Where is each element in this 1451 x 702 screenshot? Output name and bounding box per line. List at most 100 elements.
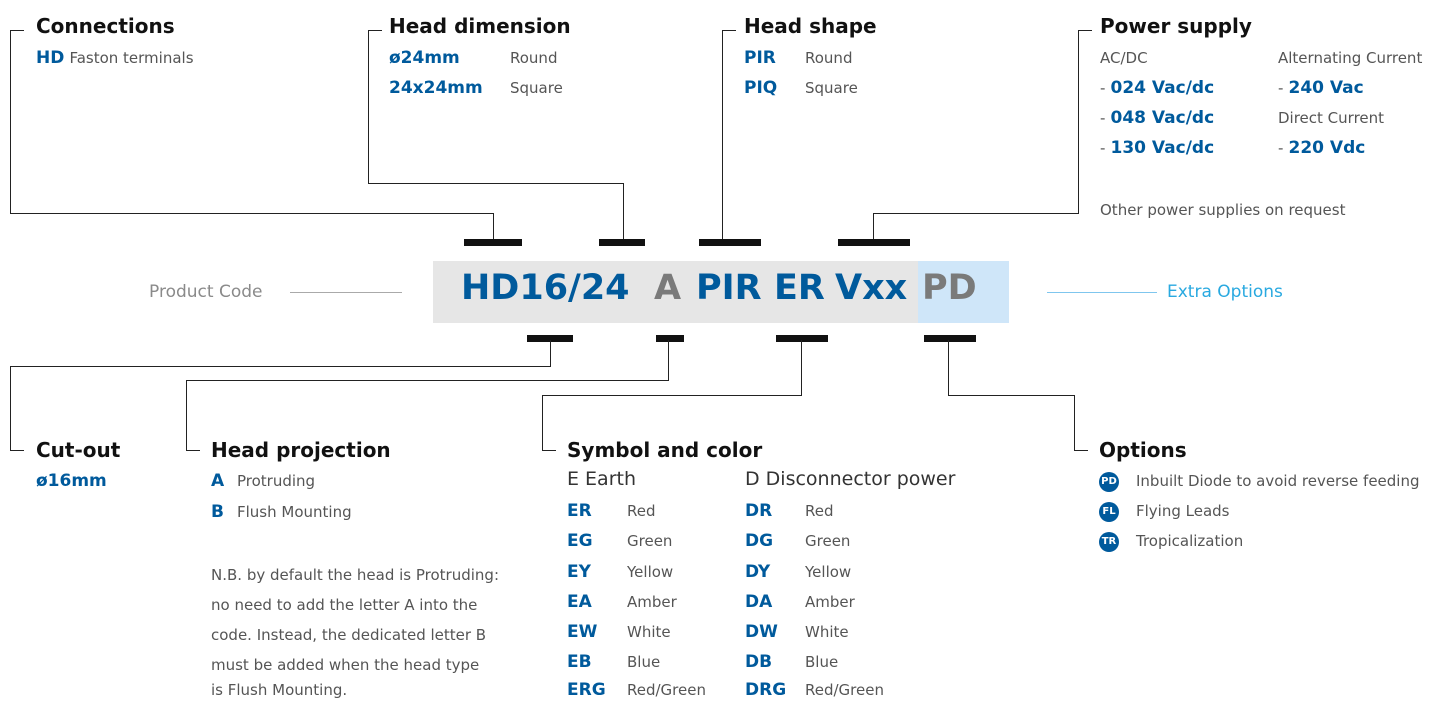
code-segment-projection: A — [654, 268, 682, 308]
power-supply-connector — [873, 213, 1079, 214]
power-supply-dc-header: Direct Current — [1278, 109, 1385, 127]
symbol-e-code: ER — [567, 501, 592, 521]
connections-connector — [493, 213, 494, 240]
cut-out-connector — [10, 450, 24, 451]
option-desc: Inbuilt Diode to avoid reverse feeding — [1136, 472, 1420, 490]
symbol-d-desc: Amber — [805, 593, 855, 611]
head-projection-desc: Flush Mounting — [237, 503, 352, 521]
cut-out-connector — [10, 366, 551, 367]
symbol-d-desc: Green — [805, 532, 851, 550]
dash: - — [1100, 109, 1106, 127]
product-code-label: Product Code — [149, 282, 263, 302]
head-projection-note-line: no need to add the letter A into the — [211, 596, 478, 614]
extra-options-label: Extra Options — [1167, 282, 1283, 302]
symbol-d-code: DB — [745, 652, 773, 672]
dash: - — [1278, 139, 1284, 157]
symbol-color-connector — [542, 450, 556, 451]
symbol-e-code: EY — [567, 562, 591, 582]
head-dimension-code: 24x24mm — [389, 78, 483, 98]
code-segment-symbol: ER — [774, 268, 825, 308]
head-shape-desc: Round — [805, 49, 853, 67]
dash: - — [1278, 79, 1284, 97]
head-projection-desc: Protruding — [237, 472, 316, 490]
cut-out-code: ø16mm — [36, 471, 107, 491]
head-dimension-connector — [368, 30, 382, 31]
head-projection-connector — [186, 380, 669, 381]
symbol-color-connector — [542, 395, 543, 451]
head-shape-desc: Square — [805, 79, 858, 97]
code-segment-connections-cutout: HD16/24 — [461, 268, 630, 308]
options-title: Options — [1099, 438, 1187, 462]
connections-connector — [10, 213, 494, 214]
product-code-box — [433, 261, 1009, 323]
head-projection-connector — [186, 380, 187, 451]
dash: - — [1100, 139, 1106, 157]
power-supply-connector — [873, 213, 874, 240]
extra-options-box — [918, 261, 1009, 323]
head-projection-marker — [656, 335, 684, 342]
head-projection-note-line: is Flush Mounting. — [211, 681, 348, 699]
head-projection-code: A — [211, 471, 225, 491]
symbol-e-code: EA — [567, 592, 592, 612]
head-shape-marker — [699, 239, 761, 246]
symbol-e-desc: Yellow — [627, 563, 674, 581]
extra-options-leader-line — [1047, 292, 1157, 293]
power-supply-marker — [838, 239, 910, 246]
head-dimension-desc: Round — [510, 49, 558, 67]
connections-row: HD Faston terminals — [36, 48, 194, 68]
head-projection-note-line: code. Instead, the dedicated letter B — [211, 626, 487, 644]
symbol-d-code: DR — [745, 501, 773, 521]
head-dimension-marker — [599, 239, 645, 246]
symbol-e-desc: Red/Green — [627, 681, 706, 699]
symbol-color-connector — [801, 340, 802, 396]
head-dimension-connector — [623, 183, 624, 240]
symbol-e-desc: Amber — [627, 593, 677, 611]
options-connector — [1074, 395, 1075, 451]
option-desc: Flying Leads — [1136, 502, 1230, 520]
symbol-d-code: DY — [745, 562, 771, 582]
symbol-d-code: DG — [745, 531, 774, 551]
product-code-leader-line — [290, 292, 402, 293]
head-projection-note-line: must be added when the head type — [211, 656, 480, 674]
symbol-d-desc: Blue — [805, 653, 839, 671]
power-supply-item: - 130 Vac/dc — [1100, 138, 1214, 158]
options-connector — [948, 340, 949, 396]
connections-connector — [10, 30, 11, 214]
option-desc: Tropicalization — [1136, 532, 1244, 550]
head-dimension-title: Head dimension — [389, 14, 571, 38]
symbol-earth-header: E Earth — [567, 468, 636, 490]
head-projection-connector — [668, 340, 669, 381]
symbol-d-code: DW — [745, 622, 778, 642]
code-segment-power: Vxx — [835, 268, 908, 308]
head-dimension-connector — [368, 30, 369, 184]
connections-code: HD — [36, 48, 65, 68]
head-shape-title: Head shape — [744, 14, 877, 38]
symbol-e-desc: Blue — [627, 653, 661, 671]
connections-connector — [10, 30, 24, 31]
cut-out-title: Cut-out — [36, 438, 121, 462]
symbol-d-desc: Red — [805, 502, 834, 520]
power-supply-code: 130 Vac/dc — [1110, 138, 1215, 158]
head-projection-note-line: N.B. by default the head is Protruding: — [211, 566, 500, 584]
head-shape-connector — [722, 30, 723, 240]
power-supply-item: - 024 Vac/dc — [1100, 78, 1214, 98]
symbol-d-desc: Yellow — [805, 563, 852, 581]
connections-marker — [464, 239, 522, 246]
power-supply-item: - 240 Vac — [1278, 78, 1364, 98]
symbol-d-code: DRG — [745, 680, 787, 700]
symbol-e-desc: Red — [627, 502, 656, 520]
head-shape-connector — [722, 30, 736, 31]
head-shape-code: PIQ — [744, 78, 778, 98]
power-supply-item: - 220 Vdc — [1278, 138, 1365, 158]
head-shape-code: PIR — [744, 48, 776, 68]
symbol-d-desc: Red/Green — [805, 681, 884, 699]
head-projection-connector — [186, 450, 200, 451]
symbol-e-desc: White — [627, 623, 671, 641]
power-supply-acdc-header: AC/DC — [1100, 49, 1148, 67]
connections-title: Connections — [36, 14, 175, 38]
power-supply-note: Other power supplies on request — [1100, 201, 1346, 219]
head-dimension-code: ø24mm — [389, 48, 460, 68]
symbol-d-code: DA — [745, 592, 773, 612]
symbol-d-desc: White — [805, 623, 849, 641]
symbol-disconnector-header: D Disconnector power — [745, 468, 956, 490]
